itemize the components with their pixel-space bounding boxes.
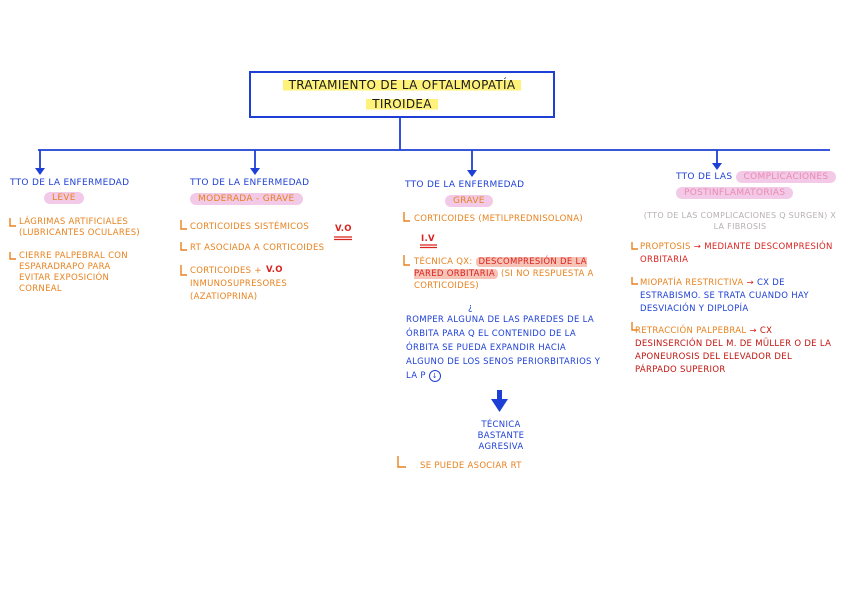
l-bullet <box>9 218 16 227</box>
col2-severity: moderada - grave <box>190 193 303 205</box>
col4-heading: TTO de las complicaciones <box>676 171 837 183</box>
col3-result: técnica bastante agresiva <box>477 420 525 452</box>
col2-item-2: RT asociada a corticoides <box>190 243 325 253</box>
col4-item-3-label: retracción palpebral <box>635 326 747 336</box>
title-box: Tratamiento de la oftalmopatía tiroidea <box>249 71 555 118</box>
col3-tecnica-note: (si no respuesta a corticoides) <box>414 269 594 291</box>
l-bullet <box>403 255 410 266</box>
col4-heading-pink2: postinflamatorias <box>676 187 794 199</box>
col4-item-1-label: proptosis <box>640 242 691 252</box>
big-arrow-head <box>491 399 508 412</box>
arrow-col2 <box>250 168 260 175</box>
l-bullet <box>631 242 638 250</box>
col4-note: (TTO de las complicaciones q surgen) x l… <box>643 211 837 231</box>
col3-severity: grave <box>445 195 493 207</box>
l-bullet <box>397 456 406 468</box>
col4-item-3-desc: cx desinserción del m. de Müller o de la… <box>635 326 832 375</box>
col1-heading: TTO de la enfermedad <box>10 178 130 188</box>
col3-last: se puede asociar RT <box>420 461 522 471</box>
l-bullet <box>180 220 187 230</box>
col3-heading: TTO de la enfermedad <box>405 180 525 190</box>
col4-item-2: miopatía restrictiva → cx de estrabismo.… <box>640 278 809 314</box>
col2-item-3: corticoides + RT inmunosupresores (azati… <box>190 266 288 302</box>
col2-route-3: V.O <box>265 265 284 276</box>
col4-item-1-desc: mediante descompresión orbitaria <box>640 242 833 265</box>
col3-question: ¿ <box>468 303 473 313</box>
col3-detail-mark: ↓ <box>428 370 441 382</box>
col3-route: I.V <box>421 234 435 244</box>
col2-item-1: corticoides sistémicos <box>190 222 310 232</box>
big-arrow-shaft <box>497 390 502 400</box>
col4-item-3: retracción palpebral → cx desinserción d… <box>635 326 832 375</box>
col1-severity: leve <box>44 192 84 204</box>
l-bullet <box>180 265 187 276</box>
arrow-col4 <box>712 163 722 170</box>
l-bullet <box>9 252 16 260</box>
arrow-col1 <box>35 168 45 175</box>
col4-heading-text: TTO de las <box>676 172 733 182</box>
col3-tecnica: técnica QX: descompresión de la pared or… <box>414 256 594 292</box>
col1-item-1: lágrimas artificiales (lubricantes ocula… <box>19 217 141 238</box>
col4-item-2-label: miopatía restrictiva <box>640 278 744 288</box>
l-bullet <box>631 277 638 285</box>
l-bullet <box>631 322 638 331</box>
arrow-col3 <box>467 170 477 177</box>
col3-detail-text: Romper alguna de las paredes de la órbit… <box>406 315 601 381</box>
l-bullet <box>403 212 410 222</box>
l-bullet <box>180 242 187 251</box>
title-line-1: Tratamiento de la oftalmopatía <box>282 77 522 93</box>
col3-detail: Romper alguna de las paredes de la órbit… <box>406 313 601 383</box>
col4-heading-pink: complicaciones <box>735 171 837 183</box>
col2-heading: TTO de la enfermedad <box>190 178 310 188</box>
col3-tecnica-prefix: técnica QX: <box>414 257 473 267</box>
col1-item-2: cierre palpebral con esparadrapo para ev… <box>19 251 128 294</box>
col2-route-1: V.O <box>335 224 352 234</box>
col3-item-1: corticoides (metilprednisolona) <box>414 214 584 224</box>
col4-item-1: proptosis → mediante descompresión orbit… <box>640 242 833 265</box>
col4-item-2-desc: cx de estrabismo. se trata cuando hay de… <box>640 278 809 314</box>
title-line-2: tiroidea <box>366 96 438 112</box>
